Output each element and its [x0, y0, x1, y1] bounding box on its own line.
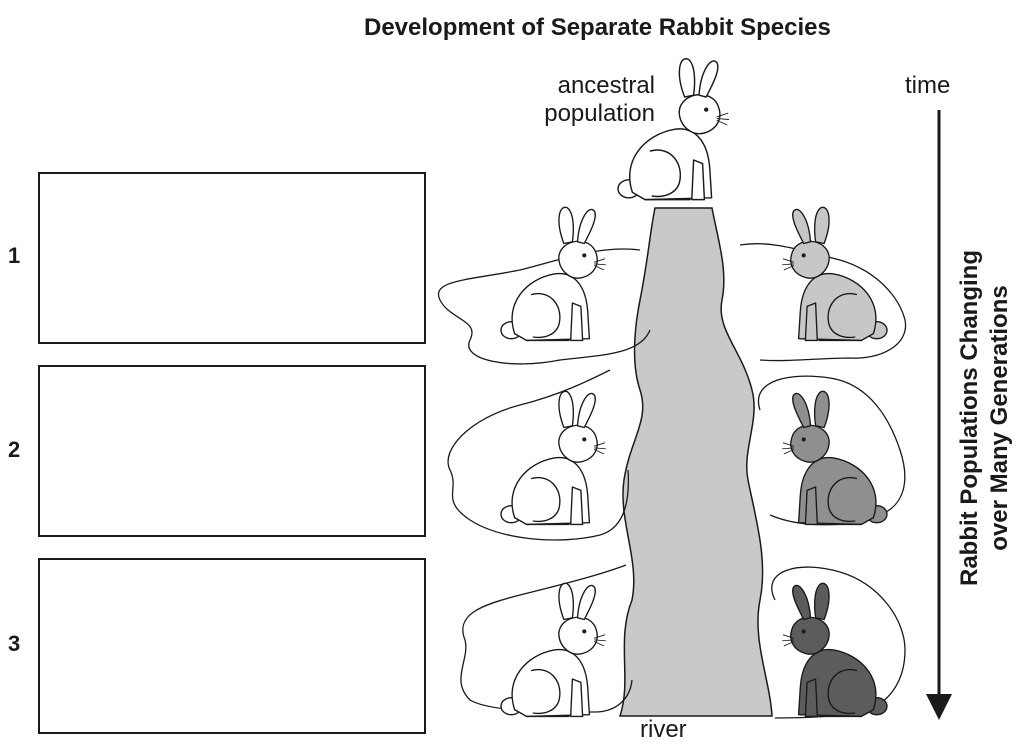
river-label: river: [640, 716, 687, 743]
diagram-title: Development of Separate Rabbit Species: [364, 14, 831, 41]
right-rabbit-3: [781, 582, 888, 718]
ancestral-rabbit: [617, 58, 730, 201]
answer-box-2[interactable]: [38, 365, 426, 537]
row-number-3: 3: [8, 631, 21, 656]
time-arrow: [926, 110, 952, 720]
left-rabbit-3: [500, 582, 607, 718]
left-rabbit-2: [500, 390, 607, 526]
answer-box-3[interactable]: [38, 558, 426, 734]
left-population-3-outline: [460, 564, 633, 713]
row-number-1: 1: [8, 243, 21, 268]
time-label: time: [905, 72, 951, 99]
answer-box-1[interactable]: [38, 172, 426, 344]
left-rabbit-1: [500, 206, 607, 342]
ancestral-label-line2: population: [544, 100, 655, 127]
ancestral-label-line1: ancestral: [557, 72, 655, 99]
right-rabbit-2: [781, 390, 888, 526]
left-population-1-outline: [437, 248, 651, 365]
ancestral-population-label: ancestral population: [505, 72, 655, 128]
row-number-2: 2: [8, 437, 21, 462]
river-shape: [618, 207, 773, 717]
left-population-2-outline: [447, 369, 630, 541]
right-rabbit-1: [781, 206, 888, 342]
